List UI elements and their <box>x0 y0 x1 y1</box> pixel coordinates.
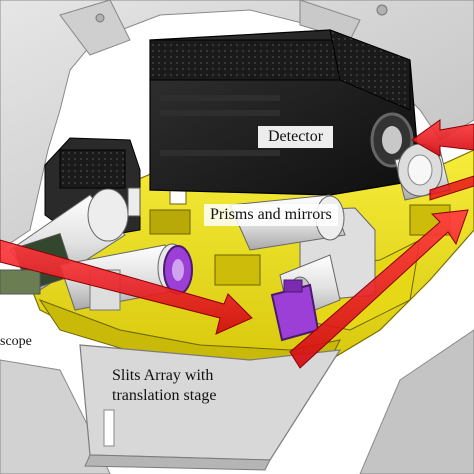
light-path-arrows <box>0 119 474 369</box>
telescope-label: scope <box>0 333 36 351</box>
slits-array-label-line1: Slits Array with <box>112 367 214 384</box>
slits-array-label: Slits Array with translation stage <box>112 368 216 404</box>
beam-arrow-diagonal <box>289 209 469 369</box>
detector-body <box>149 29 421 196</box>
prisms-mirrors-label: Prisms and mirrors <box>204 204 338 226</box>
detector-label: Detector <box>258 126 334 148</box>
beam-arrow-detector <box>411 119 474 157</box>
slits-array-label-line2: translation stage <box>112 387 217 404</box>
beam-arrow-input <box>0 239 253 335</box>
lower-panel <box>79 344 342 471</box>
